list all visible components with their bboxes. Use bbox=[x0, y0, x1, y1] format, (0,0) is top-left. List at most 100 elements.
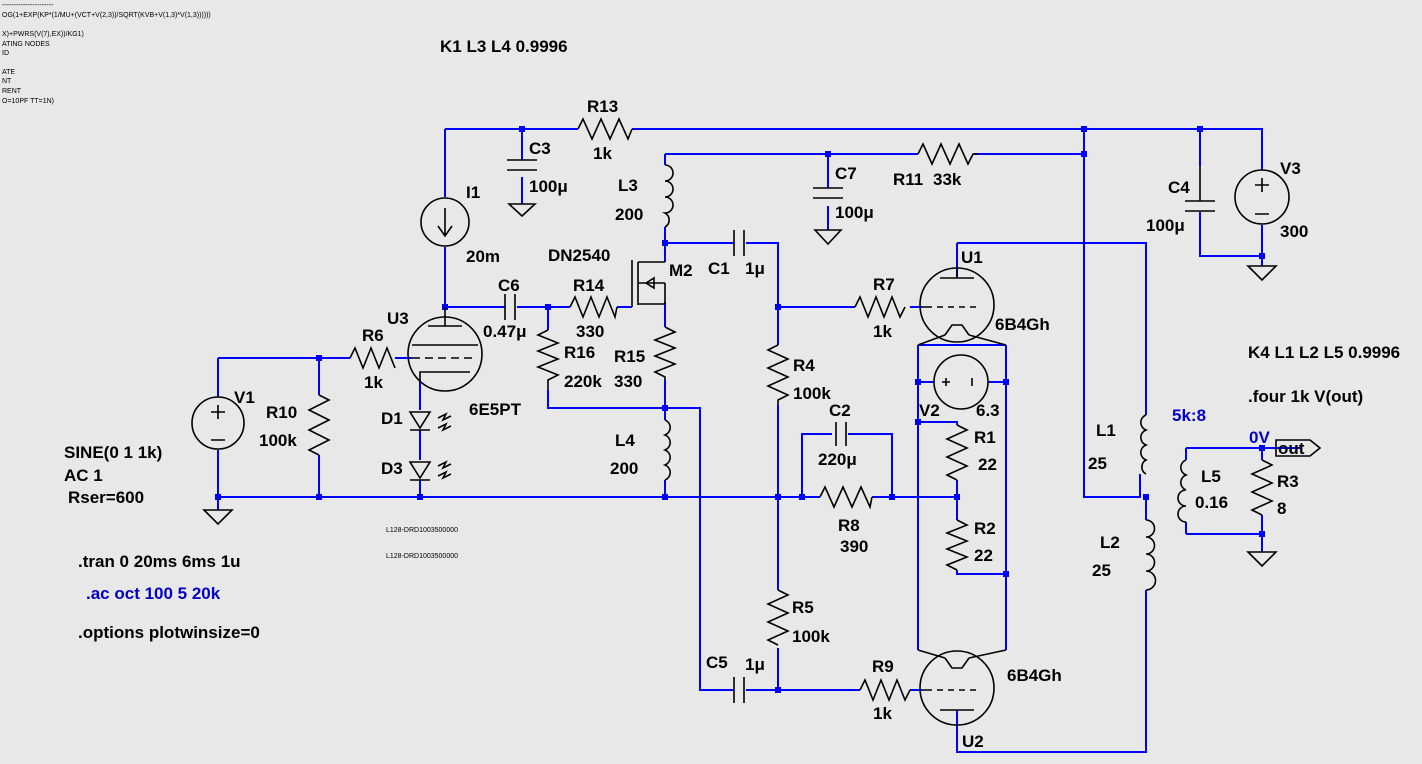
junction-dot bbox=[662, 240, 668, 246]
led-d1[interactable] bbox=[408, 411, 452, 432]
junction-dot bbox=[889, 494, 895, 500]
resistor-r14[interactable] bbox=[569, 294, 618, 320]
value-r2: 22 bbox=[974, 546, 993, 565]
value-r9: 1k bbox=[873, 704, 892, 723]
label-r11: R11 bbox=[893, 170, 923, 189]
value-l4: 200 bbox=[610, 459, 638, 478]
header-line: X)+PWRS(V(7),EX))/KG1) bbox=[2, 31, 84, 38]
resistor-r6[interactable] bbox=[349, 345, 396, 371]
value-r13: 1k bbox=[593, 144, 612, 163]
resistor-r16[interactable] bbox=[535, 329, 561, 390]
header-line: NT bbox=[2, 78, 12, 85]
value-c5: 1μ bbox=[745, 655, 765, 674]
capacitor-c1[interactable] bbox=[733, 230, 745, 256]
capacitor-c2[interactable] bbox=[835, 422, 847, 446]
resistor-r7[interactable] bbox=[854, 294, 906, 320]
labels: K1 L3 L4 0.9996 K4 L1 L2 L5 0.9996 .four… bbox=[64, 37, 1400, 751]
value-r11: 33k bbox=[933, 170, 962, 189]
label-v3: V3 bbox=[1280, 159, 1301, 178]
resistor-r2[interactable] bbox=[944, 519, 970, 571]
value-r10: 100k bbox=[259, 431, 297, 450]
label-c5: C5 bbox=[706, 653, 728, 672]
current-source-i1[interactable] bbox=[420, 197, 470, 247]
value-r14: 330 bbox=[576, 322, 604, 341]
capacitor-c7[interactable] bbox=[813, 187, 843, 246]
junction-dot bbox=[825, 151, 831, 157]
label-c3: C3 bbox=[529, 139, 551, 158]
resistor-r8[interactable] bbox=[819, 485, 873, 510]
netlist-header: ---------------------- OG(1+EXP(KP*(1/MU… bbox=[2, 2, 211, 105]
resistor-r9[interactable] bbox=[859, 677, 911, 703]
output-port[interactable] bbox=[1275, 439, 1322, 457]
value-v3: 300 bbox=[1280, 222, 1308, 241]
header-line: ---------------------- bbox=[2, 2, 54, 9]
junction-dot bbox=[775, 304, 781, 310]
junction-dot bbox=[1081, 126, 1087, 132]
led-d3[interactable] bbox=[408, 460, 452, 481]
label-d3: D3 bbox=[381, 459, 403, 478]
tube-u1[interactable] bbox=[917, 267, 1007, 346]
resistor-r13[interactable] bbox=[577, 117, 633, 142]
capacitor-c5[interactable] bbox=[733, 677, 745, 703]
label-l5: L5 bbox=[1201, 467, 1221, 486]
junction-dot bbox=[915, 379, 921, 385]
capacitor-c4[interactable] bbox=[1185, 166, 1215, 212]
resistor-r3[interactable] bbox=[1246, 459, 1278, 568]
voltage-source-v2[interactable] bbox=[933, 354, 989, 410]
directive-tran: .tran 0 20ms 6ms 1u bbox=[78, 552, 241, 571]
value-u2: 6B4Gh bbox=[1007, 666, 1062, 685]
junctions bbox=[215, 126, 1265, 693]
label-c7: C7 bbox=[835, 164, 857, 183]
resistor-r11[interactable] bbox=[917, 142, 978, 166]
diode-model: L128-DRD1003500000 bbox=[386, 527, 458, 534]
junction-dot bbox=[215, 494, 221, 500]
directive-k4: K4 L1 L2 L5 0.9996 bbox=[1248, 343, 1400, 362]
voltage-source-v1[interactable] bbox=[191, 396, 245, 526]
label-r4: R4 bbox=[793, 356, 815, 375]
label-l4: L4 bbox=[615, 431, 635, 450]
resistor-r15[interactable] bbox=[652, 326, 678, 380]
v1-spec: SINE(0 1 1k) bbox=[64, 443, 162, 462]
inductor-l4[interactable] bbox=[662, 419, 671, 481]
label-d1: D1 bbox=[381, 409, 403, 428]
resistor-r1[interactable] bbox=[945, 424, 969, 481]
junction-dot bbox=[545, 304, 551, 310]
resistor-r4[interactable] bbox=[766, 344, 790, 405]
value-r7: 1k bbox=[873, 322, 892, 341]
header-line: RENT bbox=[2, 88, 22, 95]
junction-dot bbox=[1143, 494, 1149, 500]
resistor-r5[interactable] bbox=[766, 589, 790, 646]
junction-dot bbox=[1259, 445, 1265, 451]
label-r10: R10 bbox=[266, 403, 297, 422]
capacitor-c3[interactable] bbox=[506, 159, 538, 218]
value-r16: 220k bbox=[564, 372, 602, 391]
junction-dot bbox=[519, 126, 525, 132]
inductor-l1[interactable] bbox=[1140, 414, 1149, 475]
junction-dot bbox=[775, 494, 781, 500]
label-r9: R9 bbox=[872, 657, 894, 676]
value-c3: 100μ bbox=[529, 177, 568, 196]
mosfet-m2[interactable] bbox=[631, 260, 666, 307]
inductor-l5[interactable] bbox=[1177, 459, 1189, 523]
value-r1: 22 bbox=[978, 455, 997, 474]
value-c7: 100μ bbox=[835, 203, 874, 222]
junction-dot bbox=[915, 419, 921, 425]
header-line: ATE bbox=[2, 69, 15, 76]
junction-dot bbox=[1003, 571, 1009, 577]
junction-dot bbox=[1197, 126, 1203, 132]
label-r13: R13 bbox=[587, 97, 618, 116]
tube-u3[interactable] bbox=[407, 307, 483, 392]
voltage-source-v3[interactable] bbox=[1234, 169, 1290, 282]
label-r16: R16 bbox=[564, 343, 595, 362]
inductor-l2[interactable] bbox=[1145, 519, 1157, 591]
resistor-r10[interactable] bbox=[307, 394, 331, 456]
out-port-label: out bbox=[1278, 439, 1305, 458]
inductor-l3[interactable] bbox=[661, 164, 674, 228]
tube-u2[interactable] bbox=[917, 649, 1007, 726]
value-c6: 0.47μ bbox=[483, 322, 527, 341]
directive-ac: .ac oct 100 5 20k bbox=[86, 584, 221, 603]
value-r6: 1k bbox=[364, 373, 383, 392]
v1-spec: AC 1 bbox=[64, 466, 103, 485]
capacitor-c6[interactable] bbox=[504, 294, 516, 320]
